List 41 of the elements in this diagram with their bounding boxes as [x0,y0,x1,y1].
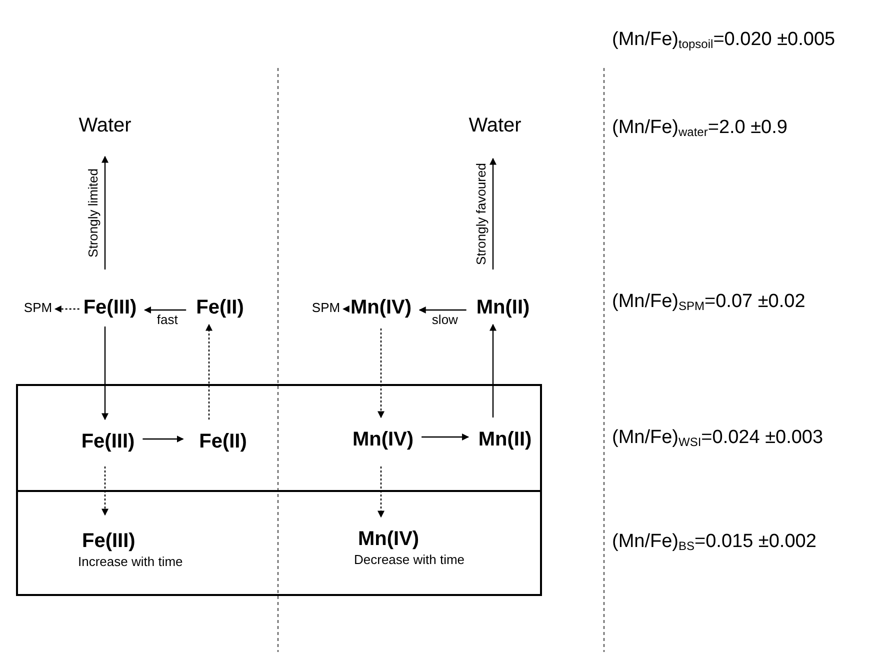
ratio-label: (Mn/Fe)$_{water}$=2.0 ±0.9 [612,116,788,140]
edge-label: Strongly favoured [474,163,488,265]
note-text: Decrease with time [354,552,465,568]
sediment-layer-box [16,384,542,492]
arrow [142,436,184,442]
spm-label: SPM [24,300,52,316]
arrow [418,306,466,314]
species-label: Mn(IV) [357,527,420,552]
compartment-label: Water [78,114,132,138]
arrow [378,328,384,418]
species-label: Mn(IV) [352,428,414,452]
arrow [54,306,80,312]
species-label: Fe(II) [199,430,247,454]
arrow [144,306,186,314]
spm-label: SPM [312,300,340,316]
compartment-label: Water [468,114,522,138]
arrow [102,326,108,420]
ratio-label: (Mn/Fe)$_{SPM}$=0.07 ±0.02 [612,290,806,314]
edge-label: slow [432,313,458,326]
ratio-label: (Mn/Fe)$_{topsoil}$=0.020 ±0.005 [612,28,836,52]
arrow [102,156,108,270]
sediment-layer-box [16,490,542,596]
arrow [490,324,496,418]
arrow [422,434,470,440]
species-label: Fe(II) [196,296,244,320]
species-label: Mn(IV) [350,296,412,320]
species-label: Fe(III) [81,430,135,454]
arrow [102,466,108,516]
species-label: Mn(II) [478,428,532,452]
edge-label: fast [156,313,178,326]
arrow [206,324,212,420]
species-label: Mn(II) [476,296,530,320]
edge-label: Strongly limited [86,168,100,258]
species-label: Fe(III) [81,529,136,554]
arrow [378,466,384,518]
arrow [342,306,350,312]
ratio-label: (Mn/Fe)$_{WSI}$=0.024 ±0.003 [612,426,824,450]
note-text: Increase with time [78,554,183,570]
ratio-label: (Mn/Fe)$_{BS}$=0.015 ±0.002 [612,530,816,554]
species-label: Fe(III) [83,296,137,320]
arrow [490,158,496,270]
